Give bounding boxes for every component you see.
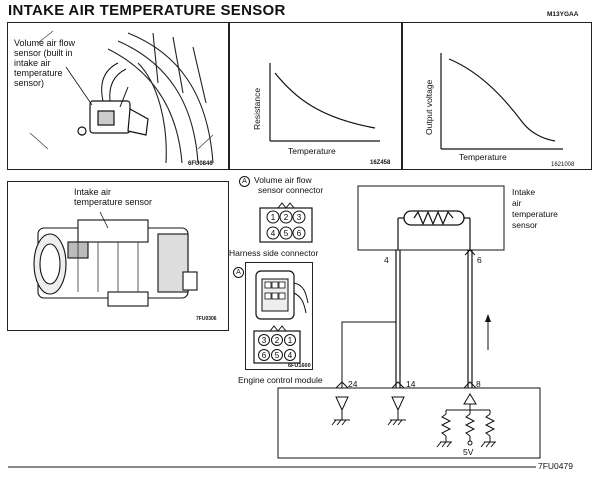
connector-b-circle-marker: A [233,267,244,278]
ecm-pin-24: 24 [348,379,358,389]
voltage-graph-ref: 1621008 [551,162,575,168]
connector-a-pin-6: 6 [297,229,302,238]
ecm-box [277,387,541,459]
document-code: M13YGAA [547,11,579,18]
sensor-pin-6: 6 [477,255,482,265]
connector-a-pin-5: 5 [284,229,289,238]
connector-b-pin-5: 5 [275,351,280,360]
harness-side-connector-label: Harness side connector [229,248,319,258]
connector-b-pin-3: 3 [262,336,267,345]
connector-b-pin-4: 4 [288,351,293,360]
ecm-5v-label: 5V [463,447,474,457]
iat-caption-line-1: Intake air [74,187,112,197]
connector-a-label-2: sensor connector [258,185,324,195]
resistance-graph-ref: 16Z458 [370,160,391,166]
connector-a-diagram: 1 2 3 4 5 6 [259,202,313,243]
panel-voltage-graph: Output voltage Temperature 1621008 [402,22,592,170]
harness-connector-ref: 6FU1600 [288,363,311,369]
connector-a-circle-marker: A [239,176,250,187]
connector-b-pin-6: 6 [262,351,267,360]
panel-photo-vaf-sensor: Volume air flow sensor (built in intake … [7,22,229,170]
vaf-sensor-photo [29,30,214,164]
vaf-caption-line-4: temperature [14,68,63,78]
sensor-pin-4: 4 [384,255,389,265]
harness-connector-diagram: 3 2 1 6 5 4 [253,270,309,364]
iat-photo-ref: 7FU0306 [196,316,217,322]
page-title: INTAKE AIR TEMPERATURE SENSOR [8,2,286,19]
sensor-label-3: temperature [512,209,558,219]
sensor-label-2: air [512,198,522,208]
ecm-pin-8: 8 [476,379,481,389]
vaf-photo-ref: 6FU0846 [188,161,213,167]
connector-a-pin-1: 1 [271,213,276,222]
connector-a-pin-2: 2 [284,213,289,222]
voltage-curve [448,58,556,142]
resistance-curve [274,72,376,129]
resistance-xlabel: Temperature [288,146,336,156]
connector-a-label-1: Volume air flow [254,175,312,185]
vaf-caption-line-3: intake air [14,58,51,68]
iat-caption-line-2: temperature sensor [74,197,153,207]
panel-harness-connector: 3 2 1 6 5 4 6FU1600 [245,262,313,370]
circuit-ref: 7FU0479 [538,461,573,471]
panel-resistance-graph: Resistance Temperature 16Z458 [229,22,402,170]
resistance-curve-graph [269,63,380,142]
connector-b-marker: A [233,262,244,278]
connector-b-pin-1: 1 [288,336,293,345]
voltage-curve-graph [440,53,563,150]
ecm-label: Engine control module [238,375,323,385]
voltage-xlabel: Temperature [459,152,507,162]
connector-a-pin-3: 3 [297,213,302,222]
vaf-caption-line-1: Volume air flow [14,38,76,48]
vaf-caption-line-5: sensor) [14,78,45,88]
iat-sensor-photo [33,211,198,307]
connector-a-pin-4: 4 [271,229,276,238]
connector-b-pin-2: 2 [275,336,280,345]
sensor-label-1: Intake [512,187,536,197]
connector-a-marker: A [239,176,250,187]
sensor-label-4: sensor [512,220,538,230]
vaf-caption-line-2: sensor (built in [14,48,73,58]
panel-photo-iat-sensor: Intake air temperature sensor 7FU0306 [7,181,229,331]
ecm-pin-14: 14 [406,379,416,389]
